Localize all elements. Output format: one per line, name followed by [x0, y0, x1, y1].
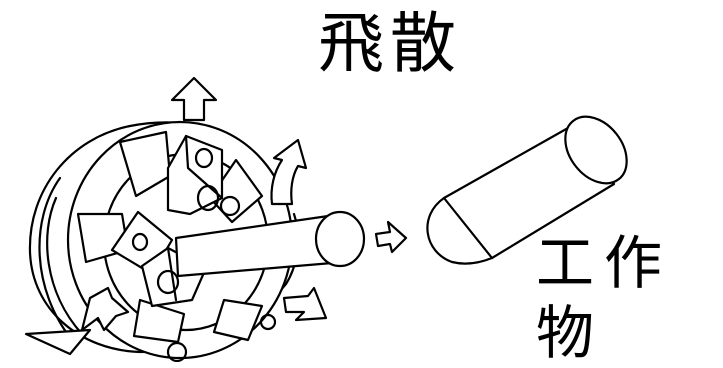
- page-title: 飛散: [318, 5, 462, 82]
- scatter-arrow-icon: [24, 76, 408, 356]
- lathe-chuck-icon: [28, 120, 366, 363]
- workpiece-cylinder-icon: [426, 115, 628, 265]
- workpiece-label: 工作物: [536, 229, 673, 367]
